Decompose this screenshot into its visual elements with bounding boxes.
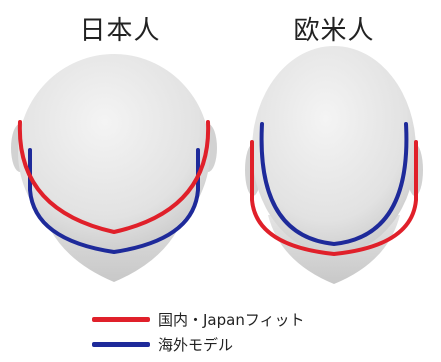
- legend-red-swatch: [92, 316, 150, 322]
- western-head-title: 欧米人: [293, 16, 375, 46]
- legend-label-overseas-model: 海外モデル: [158, 335, 234, 354]
- japanese-head-title: 日本人: [79, 16, 161, 46]
- western-head: [245, 46, 423, 284]
- heads-illustration: [11, 46, 423, 284]
- japanese-skull: [18, 54, 210, 250]
- western-red-fit-line: [250, 140, 418, 257]
- japanese-red-fit-line: [17, 120, 211, 235]
- western-blue-fit-line: [259, 122, 409, 247]
- japanese-blue-fit-line: [28, 148, 200, 255]
- legend-item-overseas-model: 海外モデル: [92, 333, 233, 355]
- legend-item-japan-fit: 国内・Japanフィット: [92, 308, 305, 330]
- japanese-head: [11, 54, 217, 282]
- legend-blue-swatch: [92, 341, 150, 347]
- western-skull: [252, 46, 416, 254]
- legend-label-japan-fit: 国内・Japanフィット: [158, 310, 305, 329]
